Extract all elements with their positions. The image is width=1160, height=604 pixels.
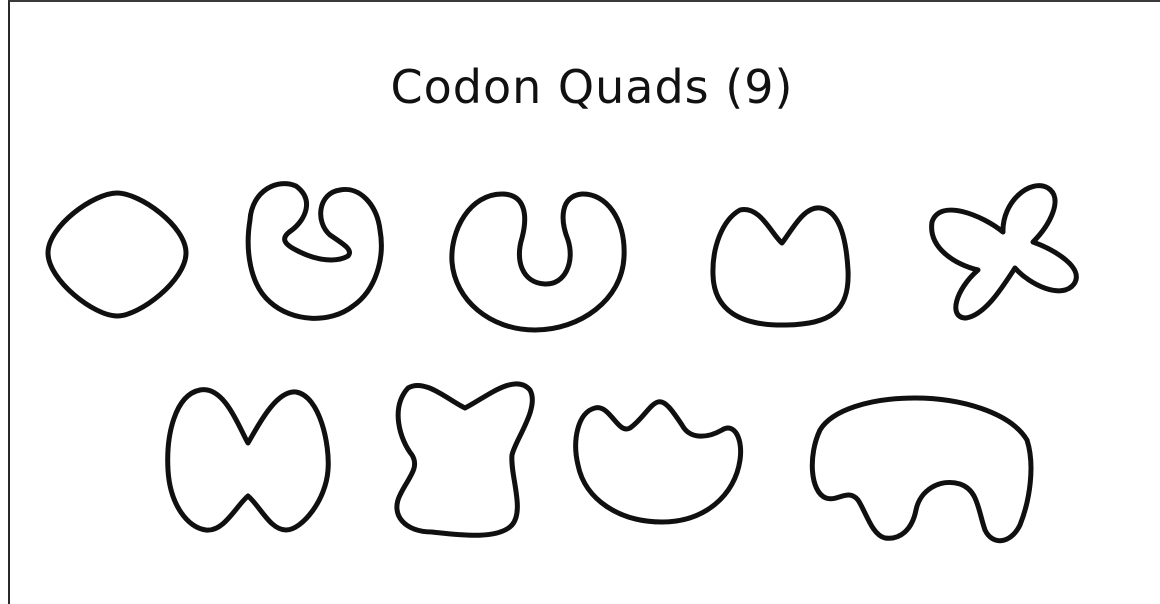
shape-cap-lobes bbox=[812, 398, 1031, 541]
shape-notched-bean bbox=[713, 208, 848, 325]
shape-hourglass bbox=[168, 390, 329, 530]
shape-rounded-diamond bbox=[48, 193, 186, 316]
shape-horseshoe bbox=[248, 184, 381, 319]
shape-crown-bowl bbox=[576, 402, 741, 522]
shape-u-donut bbox=[452, 194, 624, 330]
shape-four-petal bbox=[932, 186, 1077, 318]
shape-x-blob bbox=[397, 384, 532, 535]
